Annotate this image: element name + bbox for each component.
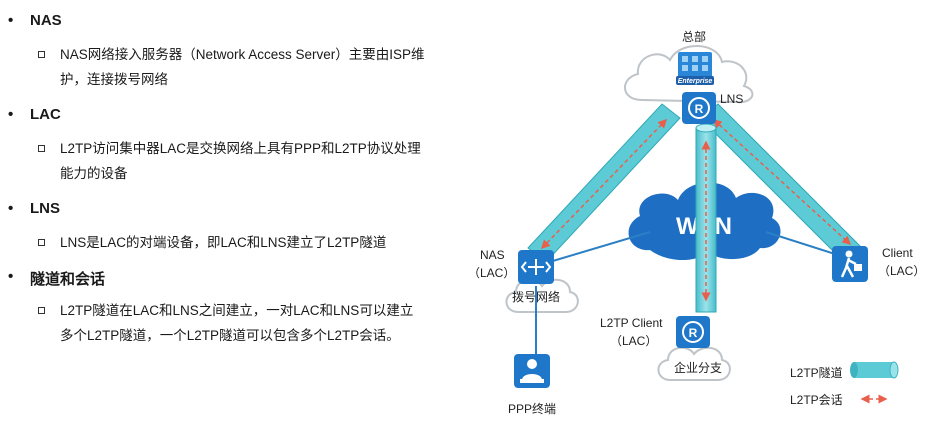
square-bullet-icon: [38, 51, 45, 58]
session-nas-lns: [540, 118, 668, 250]
branch-lac-label: L2TP Client: [600, 316, 663, 330]
legend: [850, 361, 899, 404]
bullet-lns-desc: LNS是LAC的对端设备，即LAC和LNS建立了L2TP隧道: [38, 230, 463, 255]
bullet-nas-desc: NAS网络接入服务器（Network Access Server）主要由ISP维…: [38, 42, 463, 92]
bullet-tunnel-desc: L2TP隧道在LAC和LNS之间建立，一对LAC和LNS可以建立 多个L2TP隧…: [38, 298, 463, 348]
legend-session-label: L2TP会话: [790, 393, 843, 407]
nas-lac-label: （LAC）: [468, 266, 516, 280]
bullet-title: LNS: [30, 200, 60, 217]
l2tp-topology-diagram: Enterprise WAN: [468, 0, 936, 426]
pc-user-icon: [514, 354, 550, 388]
legend-tunnel-swatch: [850, 361, 899, 379]
topology-svg: Enterprise WAN: [505, 45, 899, 404]
legend-tunnel-label: L2TP隧道: [790, 366, 843, 380]
walking-user-icon: [832, 246, 868, 282]
branch-router-icon: R: [676, 316, 710, 348]
nas-label: NAS: [480, 248, 505, 262]
ppp-terminal-label: PPP终端: [508, 402, 557, 416]
branch-label: 企业分支: [674, 361, 723, 375]
svg-text:R: R: [695, 102, 704, 116]
square-bullet-icon: [38, 307, 45, 314]
dialup-cloud-icon: [505, 278, 579, 313]
enterprise-text: Enterprise: [678, 78, 713, 85]
bullet-lac-desc: L2TP访问集中器LAC是交换网络上具有PPP和L2TP协议处理 能力的设备: [38, 136, 463, 186]
square-bullet-icon: [38, 239, 45, 246]
branch-cloud-icon: [657, 346, 731, 381]
dialup-label: 拨号网络: [512, 290, 561, 304]
access-server-icon: [518, 250, 554, 284]
bullet-title: 隧道和会话: [30, 271, 106, 288]
text-panel: • NAS NAS网络接入服务器（Network Access Server）主…: [8, 12, 463, 348]
client-label: Client: [882, 246, 913, 260]
bullet-title: LAC: [30, 106, 61, 123]
session-client-lns: [712, 118, 852, 246]
branch-lac-role-label: （LAC）: [610, 334, 658, 348]
tunnel-branch-lns: [695, 123, 717, 313]
bullet-title: NAS: [30, 12, 62, 29]
lns-router-icon: R: [682, 92, 716, 124]
svg-text:R: R: [689, 326, 698, 340]
client-lac-label: （LAC）: [878, 264, 926, 278]
lns-label: LNS: [720, 92, 744, 106]
hq-label: 总部: [682, 30, 707, 44]
enterprise-building-icon: Enterprise: [676, 52, 714, 85]
square-bullet-icon: [38, 145, 45, 152]
